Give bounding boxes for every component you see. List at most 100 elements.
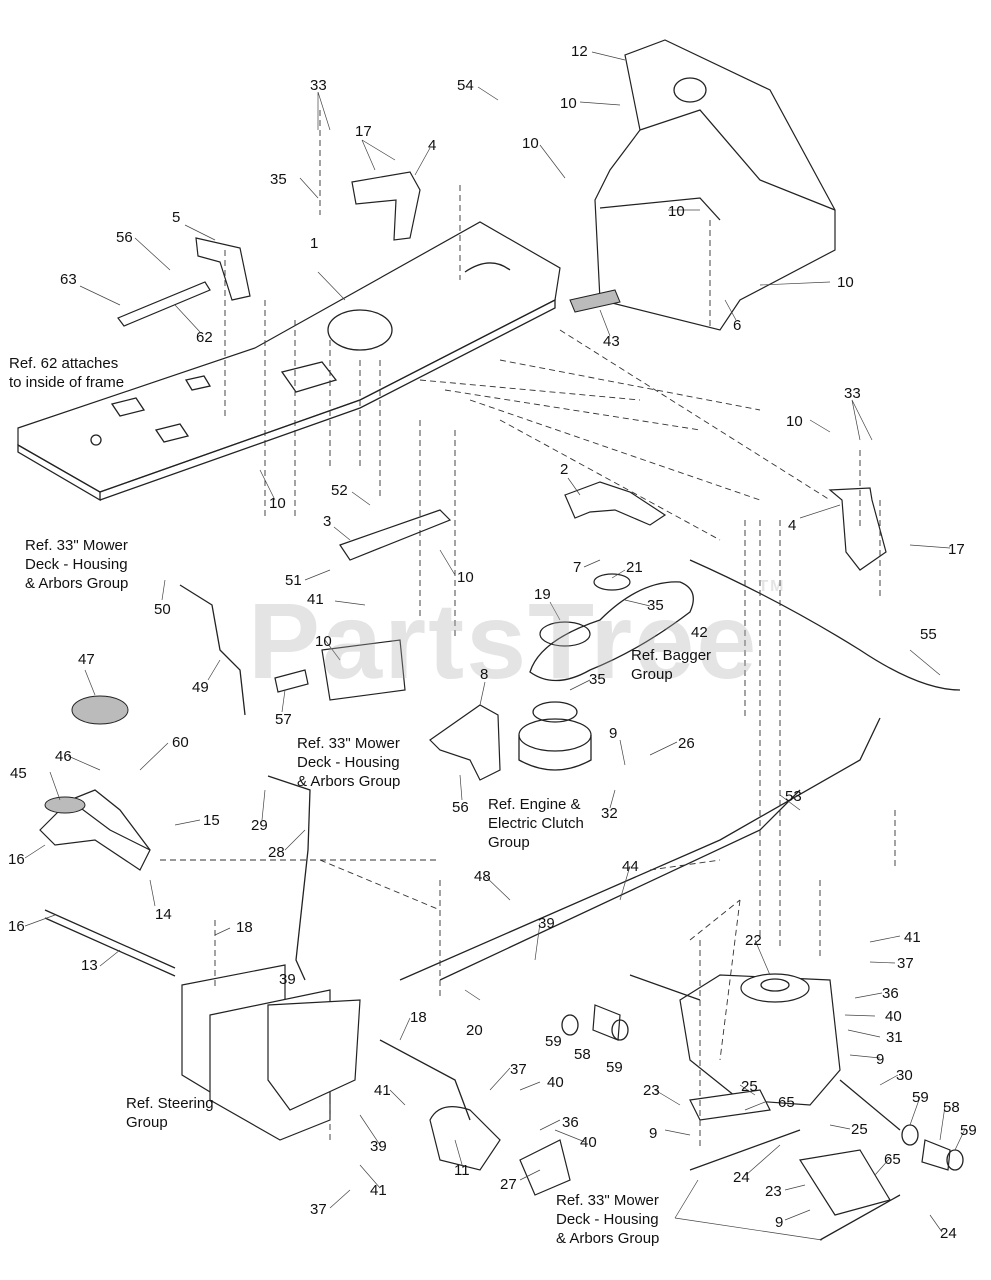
- note-mower-deck-2: Ref. 33" Mower Deck - Housing & Arbors G…: [297, 734, 400, 791]
- callout-39: 39: [370, 1138, 387, 1155]
- callout-41: 41: [307, 591, 324, 608]
- spacer-set-right-part: [901, 1124, 964, 1171]
- callout-3: 3: [323, 513, 332, 530]
- callout-10: 10: [837, 274, 854, 291]
- callout-27: 27: [500, 1176, 517, 1193]
- callout-9: 9: [876, 1051, 885, 1068]
- callout-42: 42: [691, 624, 708, 641]
- note-ref-62-line: Ref. 62 attaches: [9, 355, 119, 372]
- note-line: & Arbors Group: [25, 575, 129, 592]
- callout-18: 18: [410, 1009, 427, 1026]
- callout-33: 33: [310, 77, 327, 94]
- callout-31: 31: [886, 1029, 903, 1046]
- callout-19: 19: [534, 586, 551, 603]
- idler-bracket-2-part: [564, 481, 667, 526]
- callout-35: 35: [589, 671, 606, 688]
- callout-7: 7: [573, 559, 582, 576]
- note-bagger: Ref. Bagger Group: [631, 646, 711, 684]
- callout-17: 17: [355, 123, 372, 140]
- callout-57: 57: [275, 711, 292, 728]
- arm-3-part: [339, 509, 452, 561]
- callout-16: 16: [8, 918, 25, 935]
- callout-13: 13: [81, 957, 98, 974]
- callout-21: 21: [626, 559, 643, 576]
- note-line: Group: [631, 666, 673, 683]
- callout-44: 44: [622, 858, 639, 875]
- note-line: Electric Clutch: [488, 815, 584, 832]
- note-line: Deck - Housing: [25, 556, 128, 573]
- callout-43: 43: [603, 333, 620, 350]
- callout-10: 10: [269, 495, 286, 512]
- callout-37: 37: [310, 1201, 327, 1218]
- callout-41: 41: [374, 1082, 391, 1099]
- callout-16: 16: [8, 851, 25, 868]
- callout-59: 59: [545, 1033, 562, 1050]
- note-line: Deck - Housing: [556, 1211, 659, 1228]
- note-line: Group: [488, 834, 530, 851]
- callout-9: 9: [609, 725, 618, 742]
- callout-23: 23: [765, 1183, 782, 1200]
- callout-23: 23: [643, 1082, 660, 1099]
- frame-part: [17, 221, 561, 502]
- callout-leader-lines: [24, 51, 966, 1241]
- cable-55-part: [689, 559, 961, 691]
- link-23-upper-part: [689, 1089, 771, 1121]
- callout-45: 45: [10, 765, 27, 782]
- steering-plates-part: [181, 964, 361, 1141]
- callout-40: 40: [580, 1134, 597, 1151]
- callout-62: 62: [196, 329, 213, 346]
- callout-18: 18: [236, 919, 253, 936]
- callout-22: 22: [745, 932, 762, 949]
- callout-35: 35: [270, 171, 287, 188]
- link-23-lower-part: [799, 1149, 891, 1216]
- callout-33: 33: [844, 385, 861, 402]
- callout-65: 65: [884, 1151, 901, 1168]
- watermark: PartsTreeTM: [248, 578, 786, 701]
- callout-58: 58: [574, 1046, 591, 1063]
- note-line: & Arbors Group: [297, 773, 401, 790]
- callout-28: 28: [268, 844, 285, 861]
- callout-4: 4: [788, 517, 797, 534]
- rod-28-part: [267, 775, 311, 981]
- callout-37: 37: [897, 955, 914, 972]
- assembly-dashed-lines: [160, 110, 896, 1150]
- callout-9: 9: [649, 1125, 658, 1142]
- callout-54: 54: [457, 77, 474, 94]
- callout-41: 41: [370, 1182, 387, 1199]
- callout-60: 60: [172, 734, 189, 751]
- callout-24: 24: [940, 1225, 957, 1242]
- callout-47: 47: [78, 651, 95, 668]
- rear-cover-part: [594, 39, 836, 331]
- bar-62-part: [117, 281, 211, 327]
- callout-10: 10: [668, 203, 685, 220]
- callout-39: 39: [538, 915, 555, 932]
- callout-6: 6: [733, 317, 742, 334]
- note-line: Group: [126, 1114, 168, 1131]
- note-mower-deck-3: Ref. 33" Mower Deck - Housing & Arbors G…: [556, 1191, 659, 1248]
- bracket-8-part: [429, 704, 501, 781]
- callout-10: 10: [522, 135, 539, 152]
- callout-52: 52: [331, 482, 348, 499]
- pedal-11-part: [429, 1106, 501, 1171]
- callout-25: 25: [741, 1078, 758, 1095]
- callout-32: 32: [601, 805, 618, 822]
- callout-36: 36: [562, 1114, 579, 1131]
- callout-12: 12: [571, 43, 588, 60]
- note-line: Ref. 33" Mower: [556, 1192, 659, 1209]
- callout-15: 15: [203, 812, 220, 829]
- pedal-arm-part: [379, 1039, 471, 1121]
- bracket-5-part: [195, 237, 251, 301]
- shaft-49-part: [179, 584, 246, 716]
- callout-35: 35: [647, 597, 664, 614]
- callout-39: 39: [279, 971, 296, 988]
- callout-26: 26: [678, 735, 695, 752]
- callout-46: 46: [55, 748, 72, 765]
- callout-4: 4: [428, 137, 437, 154]
- callout-53: 53: [785, 788, 802, 805]
- callout-49: 49: [192, 679, 209, 696]
- note-mower-deck-1: Ref. 33" Mower Deck - Housing & Arbors G…: [25, 536, 128, 593]
- callout-24: 24: [733, 1169, 750, 1186]
- callout-5: 5: [172, 209, 181, 226]
- callout-56: 56: [452, 799, 469, 816]
